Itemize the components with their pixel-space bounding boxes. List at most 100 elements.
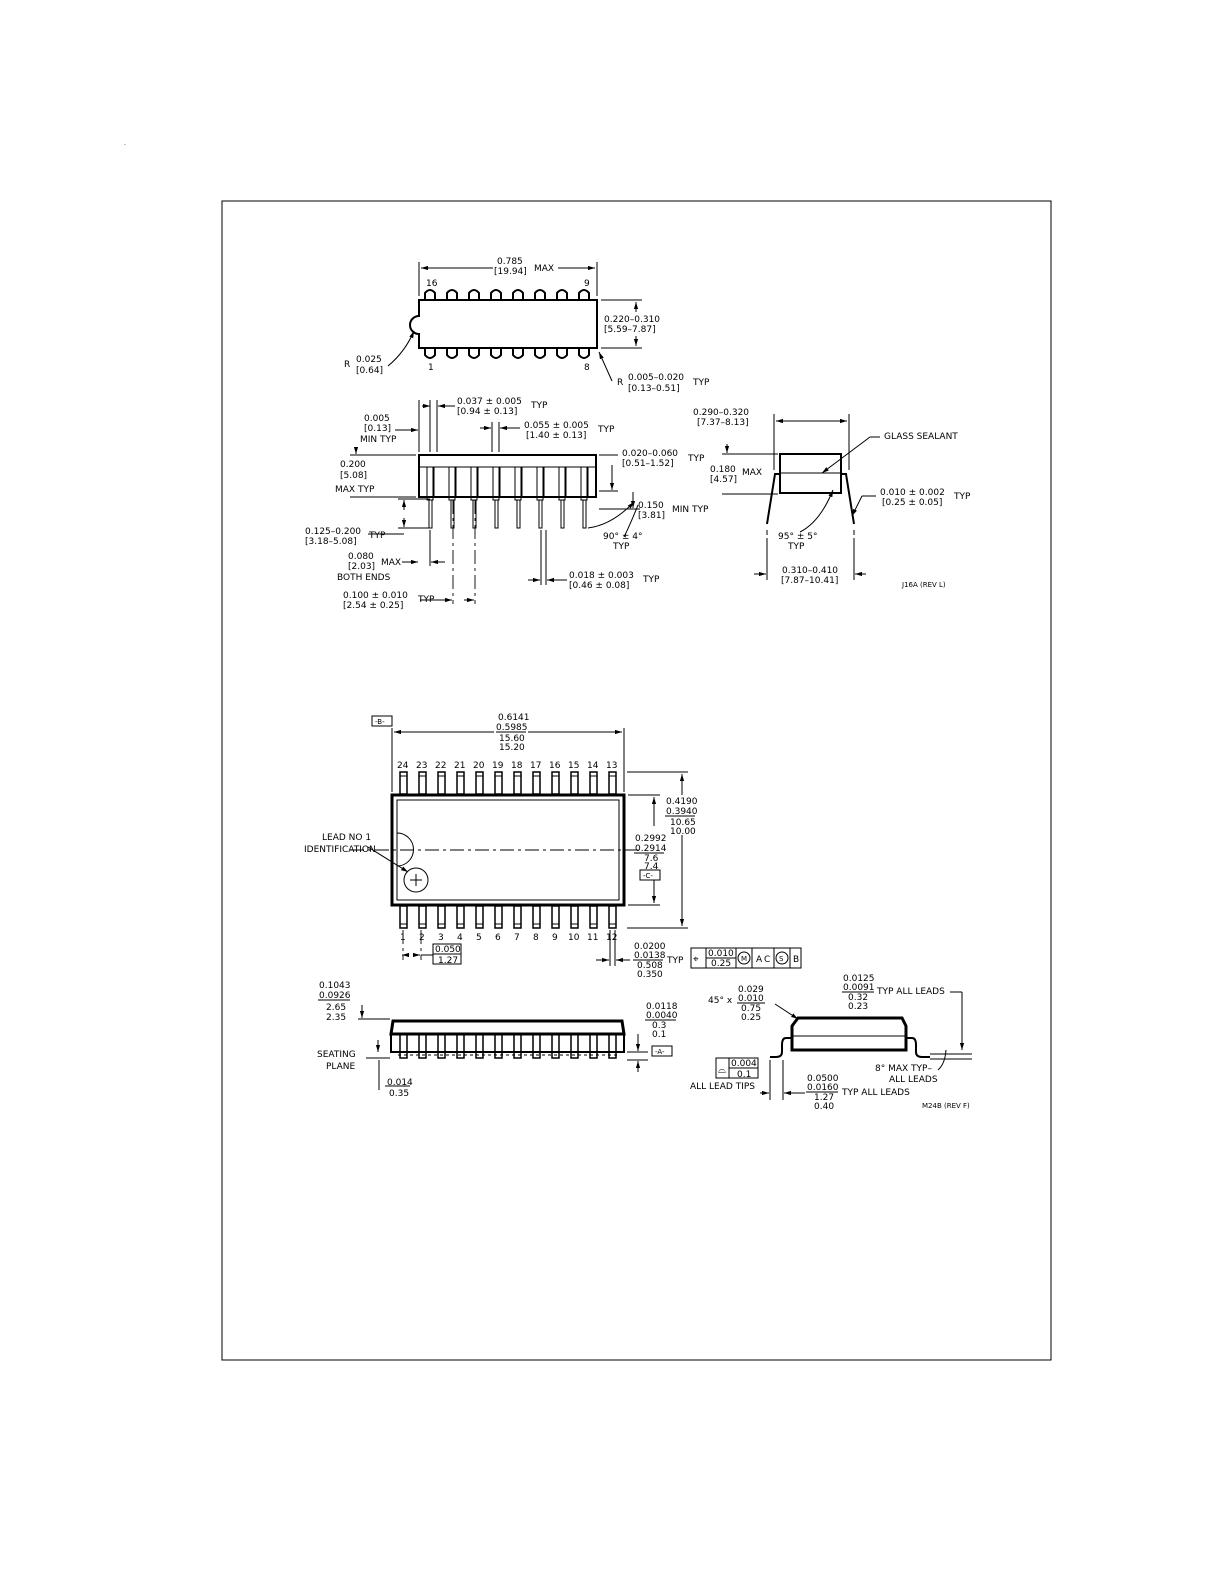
m24b-top-pin-label: 20 — [473, 761, 485, 771]
j16a-body-height-mm: [5.08] — [340, 471, 367, 481]
m24b-top-lead — [456, 771, 465, 795]
j16a-seat-mm: [3.81] — [638, 511, 665, 521]
m24b-thk-in-min: 0.0091 — [843, 983, 875, 993]
m24b-bw-mm-min: 7.4 — [644, 862, 659, 872]
m24b-top-pin-label: 16 — [549, 761, 561, 771]
j16a-bottom-pad — [490, 348, 502, 359]
m24b-fcf-tol-in: 0.010 — [708, 949, 734, 959]
j16a-top-pad — [424, 289, 436, 300]
m24b-side-view: 0.1043 0.0926 2.65 2.35 SEATING PLANE 0.… — [317, 981, 678, 1099]
j16a-angle-value: 90° ± 4° — [603, 532, 642, 542]
j16a-base-mm: [0.51–1.52] — [622, 459, 674, 469]
m24b-bottom-pin-label: 3 — [438, 933, 444, 943]
m24b-lw-mm-max: 0.508 — [637, 961, 663, 971]
m24b-side-lead — [399, 1033, 408, 1059]
m24b-fcf-datum-c: C — [764, 955, 770, 965]
j16a-length-mm: [19.94] — [494, 267, 527, 277]
page-frame — [221, 200, 1052, 1361]
m24b-bottom-pin-label: 7 — [514, 933, 520, 943]
j16a-end-thk-value: 0.010 ± 0.002 — [880, 488, 945, 498]
m24b-bottom-lead — [475, 905, 484, 929]
m24b-bottom-lead — [437, 905, 446, 929]
m24b-fcf-datum-b: B — [793, 955, 799, 965]
m24b-bw-in-max: 0.2992 — [635, 834, 667, 844]
m24b-length-mm-max: 15.60 — [499, 734, 525, 744]
m24b-bottom-lead — [399, 905, 408, 929]
m24b-datum-a: -A- — [655, 1048, 665, 1056]
m24b-chamfer-mm-min: 0.25 — [741, 1013, 761, 1023]
j16a-lead-len-mm: [3.18–5.08] — [305, 537, 357, 547]
m24b-ow-mm-max: 10.65 — [670, 818, 696, 828]
m24b-side-lead — [475, 1033, 484, 1059]
m24b-bottom-lead — [570, 905, 579, 929]
m24b-pitch-in: 0.050 — [435, 945, 461, 955]
j16a-end-height-mm: [4.57] — [710, 475, 737, 485]
j16a-shoulder-value: 0.037 ± 0.005 — [457, 397, 522, 407]
j16a-endmax-value: 0.080 — [348, 552, 374, 562]
m24b-feature-control-frame: ⌖ 0.010 0.25 M A C S B — [690, 947, 802, 969]
j16a-endgap-note: MIN TYP — [360, 435, 397, 445]
m24b-ow-in-min: 0.3940 — [666, 807, 698, 817]
m24b-side-lead — [570, 1033, 579, 1059]
m24b-pitch-mm: 1.27 — [438, 956, 458, 966]
j16a-lead — [450, 500, 455, 529]
j16a-leadw-note: TYP — [642, 575, 660, 585]
m24b-fcf-rfs: S — [779, 955, 784, 963]
j16a-end-width-value: 0.290–0.320 — [693, 408, 749, 418]
m24b-bottom-lead — [418, 905, 427, 929]
j16a-corner-r-mm: [0.13–0.51] — [628, 384, 680, 394]
j16a-top-pad — [468, 289, 480, 300]
m24b-top-lead — [475, 771, 484, 795]
m24b-bottom-lead — [456, 905, 465, 929]
j16a-top-pins — [424, 289, 590, 300]
j16a-corner-r-value: 0.005–0.020 — [628, 373, 684, 383]
m24b-standoff-in-min: 0.0040 — [646, 1011, 678, 1021]
m24b-bottom-lead — [513, 905, 522, 929]
j16a-top-view: 0.785 [19.94] MAX 16 9 1 8 0.220–0.310 [… — [344, 257, 710, 394]
j16a-end-height-value: 0.180 — [710, 465, 736, 475]
m24b-height-mm-max: 2.65 — [326, 1003, 346, 1013]
m24b-top-lead — [589, 771, 598, 795]
j16a-leadw-value: 0.018 ± 0.003 — [569, 571, 634, 581]
j16a-length-note: MAX — [534, 264, 554, 274]
j16a-lead-len-note: TYP — [368, 531, 386, 541]
m24b-ow-in-max: 0.4190 — [666, 797, 698, 807]
j16a-lead-shoulder — [580, 467, 588, 501]
j16a-seat-value: 0.150 — [638, 501, 664, 511]
j16a-width-mm: [5.59–7.87] — [604, 325, 656, 335]
j16a-bottom-pad — [468, 348, 480, 359]
m24b-lead-id-line1: LEAD NO 1 — [322, 833, 371, 843]
j16a-lead-shoulder — [514, 467, 522, 501]
m24b-chamfer-mm-max: 0.75 — [741, 1004, 761, 1014]
j16a-lead-shoulder — [448, 467, 456, 501]
m24b-top-lead — [399, 771, 408, 795]
m24b-lw-note: TYP — [666, 956, 684, 966]
j16a-end-height-note: MAX — [742, 468, 762, 478]
j16a-top-pad — [578, 289, 590, 300]
m24b-lw-in-min: 0.0138 — [634, 951, 666, 961]
m24b-standoff-mm-min: 0.1 — [652, 1030, 666, 1040]
j16a-bottom-pad — [534, 348, 546, 359]
j16a-seat-note: MIN TYP — [672, 505, 709, 515]
m24b-bottom-pin-label: 2 — [419, 933, 425, 943]
m24b-top-lead — [570, 771, 579, 795]
m24b-top-lead — [532, 771, 541, 795]
j16a-end-view: 0.290–0.320 [7.37–8.13] GLASS SEALANT 0.… — [693, 408, 971, 589]
m24b-bw-in-min: 0.2914 — [635, 844, 667, 854]
j16a-lead — [538, 500, 543, 529]
j16a-lead — [494, 500, 499, 529]
m24b-bw-mm-max: 7.6 — [644, 854, 659, 864]
j16a-bottom-pins — [424, 348, 590, 359]
m24b-seating-line2: PLANE — [326, 1062, 356, 1072]
m24b-top-pin-label: 13 — [606, 761, 617, 771]
m24b-top-lead — [494, 771, 503, 795]
j16a-end-thk-note: TYP — [953, 492, 971, 502]
j16a-base-value: 0.020–0.060 — [622, 449, 678, 459]
m24b-bottom-pin-label: 11 — [587, 933, 598, 943]
m24b-foot-mm-min: 0.40 — [814, 1102, 834, 1112]
j16a-endgap-value: 0.005 — [364, 414, 390, 424]
m24b-chamfer-in-max: 0.029 — [738, 985, 764, 995]
